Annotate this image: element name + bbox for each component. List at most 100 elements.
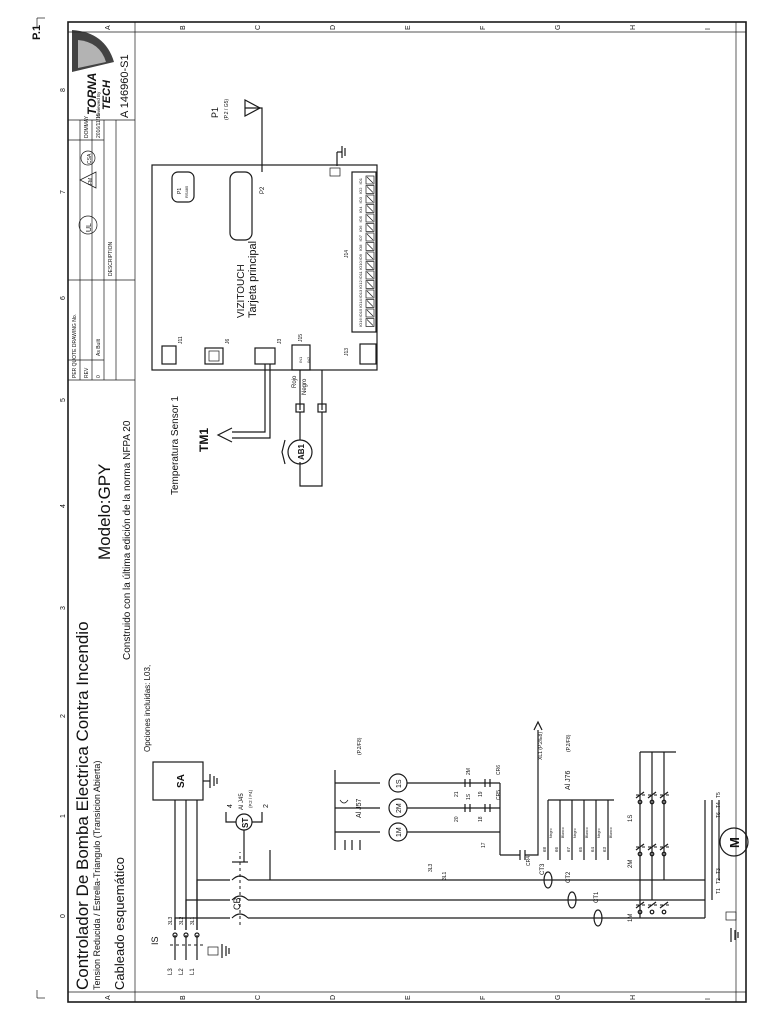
zone-0: 0: [60, 914, 67, 918]
j14-pin-box: [365, 299, 375, 308]
bus-label-3l1: 3L1: [442, 871, 448, 880]
zone-c-bottom: C: [255, 995, 262, 1000]
j14-pin-label: IO9: [358, 253, 363, 260]
j14-pin-label: IO12: [358, 280, 363, 289]
line-l3: L3: [168, 968, 174, 975]
j15-pin-1: IN1: [298, 356, 303, 363]
st-out-2: [252, 812, 263, 823]
motor-icon: [719, 827, 749, 857]
p1-ref: P1: [210, 107, 220, 118]
csa-cert-icon: CSA: [80, 150, 96, 166]
j14-pin-box: [365, 175, 375, 185]
logo-text-2: TECH: [101, 79, 113, 110]
wire-17: 17: [481, 842, 487, 848]
j11-connector: [161, 345, 177, 365]
al-j45-pin-4: 4: [227, 804, 234, 808]
title-subtitle: Tension Reducida / Estrella-Triangulo (T…: [92, 761, 102, 990]
contact-node: [649, 851, 655, 857]
j14-pin-label: IO15: [358, 308, 363, 317]
svg-text:CSA: CSA: [87, 153, 93, 164]
contact-blade: [659, 843, 669, 851]
j14-pin-screw: [366, 214, 374, 222]
j14-pin-label: IO10: [358, 261, 363, 270]
coil-1m-label: 1M: [396, 827, 403, 837]
j14-pin-label: IO8: [358, 244, 363, 251]
p1-label: P1: [177, 188, 183, 194]
ct-wire-number: 63: [602, 846, 607, 852]
zone-3: 3: [60, 606, 67, 610]
tm1-probe-icon: [216, 427, 233, 443]
ul-cert-icon: UL: [78, 215, 98, 235]
terminal-t1: T1: [716, 888, 722, 894]
j14-pin-box: [365, 308, 375, 318]
svg-text:FM: FM: [88, 178, 94, 185]
ct3-label: CT3: [540, 863, 546, 875]
p2-db25-connector: [229, 171, 253, 241]
j14-pin-screw: [366, 300, 374, 307]
contact-blade: [635, 843, 645, 851]
zone-c: C: [255, 25, 262, 30]
j14-pin-box: [365, 280, 375, 289]
svg-text:UL: UL: [86, 223, 93, 232]
zone-i-bottom: I: [705, 998, 712, 1000]
line-l1: L1: [190, 968, 196, 975]
zone-f: F: [480, 26, 487, 30]
contact-blade: [659, 901, 669, 909]
j15-label: J15: [298, 334, 304, 342]
st-label: ST: [241, 818, 250, 828]
p2-label: P2: [260, 186, 266, 194]
j14-pin-label: IO4: [358, 206, 363, 213]
zone-4: 4: [60, 504, 67, 508]
j14-pin-screw: [366, 319, 374, 326]
contact-node: [637, 909, 643, 915]
logo-text-1: TORNA: [85, 73, 99, 115]
feeder-l1: [196, 879, 230, 930]
zone-f-bottom: F: [480, 996, 487, 1000]
tm1-wire-1: [232, 364, 266, 433]
tm1-wire-2: [232, 364, 271, 439]
cb-breaker: [231, 852, 249, 925]
tornatech-logo: TORNA TECH: [72, 30, 114, 115]
feeder-l3: [174, 917, 230, 930]
zone-2: 2: [60, 714, 67, 718]
zone-b-bottom: B: [180, 995, 187, 1000]
ab1-label: AB1: [297, 443, 306, 460]
bus-label-3l3: 3L3: [428, 863, 434, 872]
j14-pin-label: IO1: [358, 177, 363, 184]
zone-d: D: [330, 25, 337, 30]
j14-pin-screw: [366, 243, 374, 250]
al-j76-page: (P.2/F8): [566, 734, 572, 752]
zone-e-bottom: E: [405, 995, 412, 1000]
zone-e: E: [405, 25, 412, 30]
j14-pin-box: [365, 194, 375, 204]
p1-db9-connector: [171, 171, 195, 203]
contact-2m: 2M: [466, 768, 472, 775]
ct-wire-color: Negro: [549, 828, 553, 838]
contact-node: [649, 799, 655, 805]
terminal-t4: T4: [716, 802, 722, 808]
j14-pin-box: [365, 261, 375, 270]
board-name: VIZITOUCH: [236, 264, 247, 318]
j14-pin-box: [365, 185, 375, 194]
zone-a-bottom: A: [105, 995, 112, 1000]
title-main: Controlador De Bomba Electrica Contra In…: [73, 621, 92, 990]
ab1-bell-arc: [281, 439, 286, 465]
wire-20: 20: [454, 816, 460, 822]
j14-pin-box: [365, 251, 375, 261]
j14-pin-screw: [366, 290, 374, 298]
sa-ground-icon: [209, 774, 218, 788]
p1-sub-label: RS485: [184, 185, 189, 198]
zone-h-bottom: H: [630, 995, 637, 1000]
rojo-label: Rojo: [292, 375, 298, 388]
norm-label: Construido con la última edición de la n…: [122, 420, 133, 660]
j14-terminal-strip: [351, 171, 377, 333]
al-j57-page: (P.2/F8): [357, 737, 363, 755]
board-ground-icon: [329, 146, 346, 177]
contact-node: [661, 799, 667, 805]
terminal-t5: T5: [716, 792, 722, 798]
contactor-1s-label: 1S: [628, 815, 634, 822]
tm1-label: TM1: [197, 428, 211, 452]
ct-wire-number: 66: [554, 846, 559, 852]
al-j57-brace: [339, 799, 349, 804]
ct3-icon: [543, 871, 553, 889]
